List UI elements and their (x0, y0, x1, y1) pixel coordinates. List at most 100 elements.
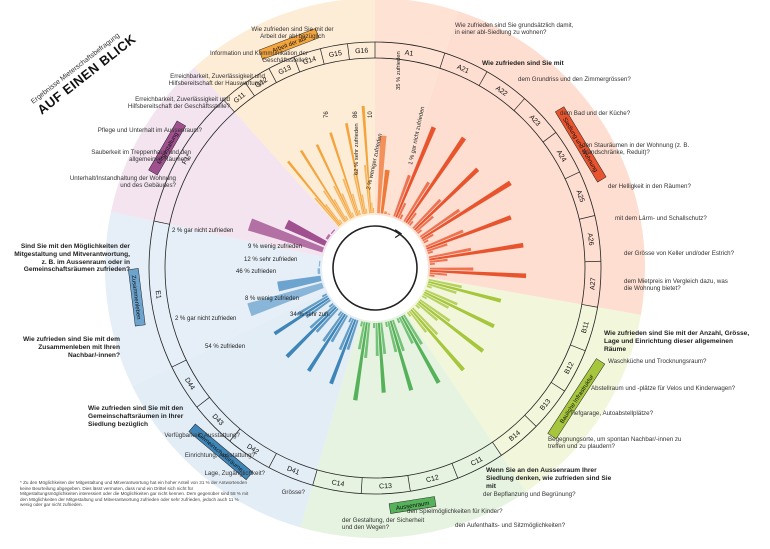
bar-a25-2 (427, 243, 448, 252)
question-b12: Abstellraum und -plätze für Velos und Ki… (591, 385, 736, 392)
inner-disc (322, 215, 428, 321)
ring-divider (524, 414, 537, 427)
group-badge-rect (388, 496, 437, 514)
ring-divider (268, 453, 277, 468)
bar-c13-2 (375, 322, 379, 356)
bar-g16-3 (372, 208, 375, 214)
bar-a26-0 (428, 247, 472, 259)
code-label: G16 (355, 48, 369, 56)
question-d-head: Wie zufrieden sind Sie mit den Gemeinsch… (88, 405, 184, 428)
bar-b14-1 (410, 309, 465, 372)
bar-d42-3 (337, 311, 343, 317)
bar-g15-0 (353, 173, 364, 215)
bar-c11-0 (402, 314, 423, 345)
bar-b11-3 (426, 285, 432, 289)
bar-a24-0 (419, 208, 461, 238)
question-d44: Verfügbarkeit, Ausstattung? (164, 432, 240, 439)
bar-g16-1 (361, 105, 372, 214)
bar-a27-0 (429, 267, 474, 271)
bar-d43-2 (309, 304, 336, 329)
sector-gemein (132, 288, 363, 528)
ring-divider (478, 71, 488, 86)
question-d41: Grösse? (281, 489, 305, 496)
ring-divider (360, 477, 363, 494)
bar-d44-0 (305, 299, 331, 319)
bar-b13-1 (418, 300, 485, 353)
bar-a21-3 (399, 214, 404, 220)
code-label: B11 (581, 321, 591, 334)
code-label: A27 (589, 277, 597, 290)
code-label: C13 (379, 483, 392, 491)
bar-g12-2 (333, 199, 348, 222)
bar-b11-0 (428, 278, 462, 289)
e1-label-sehr: 34 % sehr zufr. (290, 312, 330, 318)
bar-a24-2 (422, 233, 434, 242)
question-a22: dem Bad und der Küche? (560, 110, 631, 117)
bar-d43-1 (285, 306, 337, 359)
ring-divider (268, 68, 277, 83)
g-value-label: 76 (324, 111, 330, 118)
f1-label-sehr: 12 % sehr zufrieden (244, 257, 297, 263)
bar-b12-2 (422, 293, 450, 309)
group-badge-rect (148, 120, 187, 176)
sector-mitgestaltung (110, 67, 345, 259)
bar-c14-0 (364, 322, 371, 359)
e1-label-zufrieden: 54 % zufrieden (205, 344, 245, 350)
bar-c12-0 (392, 319, 405, 352)
question-a1: Wie zufrieden sind Sie grundsätzlich dam… (455, 22, 574, 37)
question-c12: den Spielmöglichkeiten für Kinder? (407, 508, 503, 515)
group-badge-label: Aussenraum (396, 501, 430, 512)
ring-divider (223, 99, 235, 113)
group-badge-label: Zusammenleben (130, 275, 141, 320)
bar-a25-0 (425, 229, 464, 248)
group-badge-rect (554, 106, 607, 183)
bar-d44-1 (273, 297, 330, 336)
question-b13: Tiefgarage, Autoabstellplätze? (570, 410, 654, 417)
ring-divider (439, 52, 446, 69)
question-a24: der Helligkeit in den Räumen? (608, 183, 691, 190)
question-a26: der Grösse von Keller und/oder Estrich? (624, 250, 735, 257)
bar-g14-2 (351, 193, 360, 216)
bar-b11-1 (428, 281, 502, 303)
f1-label-weniger: 9 % wenig zufrieden (248, 244, 302, 250)
bar-g11-2 (325, 203, 342, 225)
question-g12: Sauberkeit im Treppenhaus und den allgem… (91, 149, 191, 164)
center-arrow (394, 229, 403, 239)
question-e1: Wie zufrieden sind Sie mit dem Zusammenl… (22, 336, 120, 359)
bar-c14-2 (357, 321, 366, 350)
center-circle (332, 225, 418, 311)
bar-b13-3 (415, 304, 421, 309)
ring-divider (171, 359, 187, 368)
e1-label-weniger: 8 % wenig zufrieden (245, 296, 299, 302)
bar-e1-0 (247, 282, 324, 317)
bar-g13-3 (351, 212, 355, 218)
bar-f1*-1 (284, 219, 327, 246)
bar-a25-1 (426, 215, 512, 250)
bar-f1*-0 (247, 218, 324, 253)
bar-c11-2 (398, 316, 414, 345)
bar-g16-0 (363, 165, 371, 214)
ring-divider (492, 441, 502, 456)
question-g14: Erreichbarkeit, Zuverlässigkeit und Hilf… (127, 96, 230, 111)
ring-divider (570, 344, 586, 352)
bar-a1-2 (384, 211, 388, 215)
bar-a23-3 (417, 229, 423, 234)
bar-c13-0 (380, 322, 387, 355)
bar-d42-0 (330, 314, 348, 343)
ring-divider (196, 397, 210, 408)
g-value-label: 10 (368, 111, 374, 118)
question-f1: Sind Sie mit den Möglichkeiten der Mitge… (14, 243, 130, 274)
code-label: A1 (404, 50, 414, 58)
group-badge-zusammen: Zusammenleben (128, 268, 146, 327)
bar-c12-3 (385, 321, 388, 327)
bar-d44-3 (321, 293, 328, 298)
sector-aussen (300, 306, 526, 538)
sector-arbeit (194, 0, 375, 234)
group-badge-aussen: Aussenraum (388, 496, 437, 514)
question-c13: den Aufenthalts- und Sitzmöglichkeiten? (455, 522, 566, 529)
question-a25: mit dem Lärm- und Schallschutz? (615, 215, 707, 222)
bar-g14-1 (329, 132, 359, 216)
question-b11: Waschküche und Trocknungsraum? (608, 358, 707, 365)
question-a2-head: Wie zufrieden sind Sie mit (482, 60, 564, 67)
